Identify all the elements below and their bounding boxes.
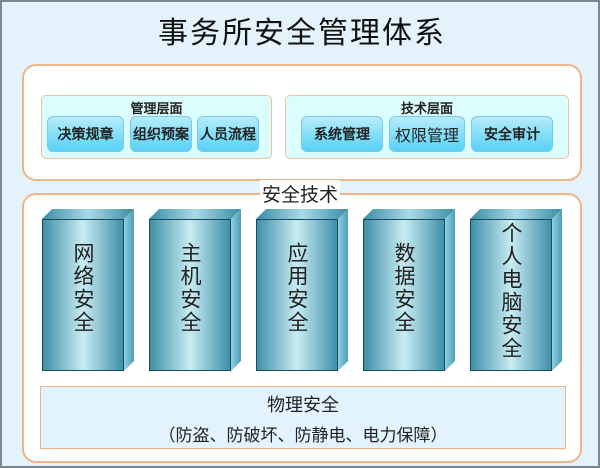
- pillar-label: 数据安全: [392, 242, 416, 334]
- physical-title: 物理安全: [267, 395, 339, 416]
- pillar-label: 网络安全: [71, 242, 95, 334]
- pillar-label: 个人电脑安全: [499, 222, 523, 360]
- pillar-pc: 个人电脑安全: [470, 209, 562, 371]
- pillar-label: 主机安全: [178, 242, 202, 334]
- technical-panel: 技术层面 系统管理 权限管理 安全审计: [285, 95, 569, 159]
- technical-item: 系统管理: [301, 116, 383, 152]
- technical-item: 权限管理: [389, 116, 465, 152]
- management-item: 人员流程: [197, 116, 259, 152]
- governance-box: 管理层面 决策规章 组织预案 人员流程 技术层面 系统管理 权限管理 安全审计: [22, 64, 582, 181]
- pillar-application: 应用安全: [256, 209, 348, 371]
- management-title: 管理层面: [130, 102, 183, 117]
- pillar-host: 主机安全: [149, 209, 241, 371]
- physical-detail: （防盗、防破坏、防静电、电力保障）: [158, 426, 448, 446]
- management-item: 组织预案: [130, 116, 192, 152]
- pillar-data: 数据安全: [363, 209, 455, 371]
- physical-security-box: 物理安全 （防盗、防破坏、防静电、电力保障）: [40, 386, 566, 449]
- pillar-label: 应用安全: [285, 242, 309, 334]
- technical-item: 安全审计: [471, 116, 553, 152]
- diagram-title: 事务所安全管理体系: [158, 16, 446, 51]
- management-item: 决策规章: [47, 116, 124, 152]
- management-panel: 管理层面 决策规章 组织预案 人员流程: [41, 95, 272, 159]
- security-tech-label: 安全技术: [260, 180, 341, 207]
- technical-title: 技术层面: [400, 102, 453, 117]
- pillar-network: 网络安全: [42, 209, 134, 371]
